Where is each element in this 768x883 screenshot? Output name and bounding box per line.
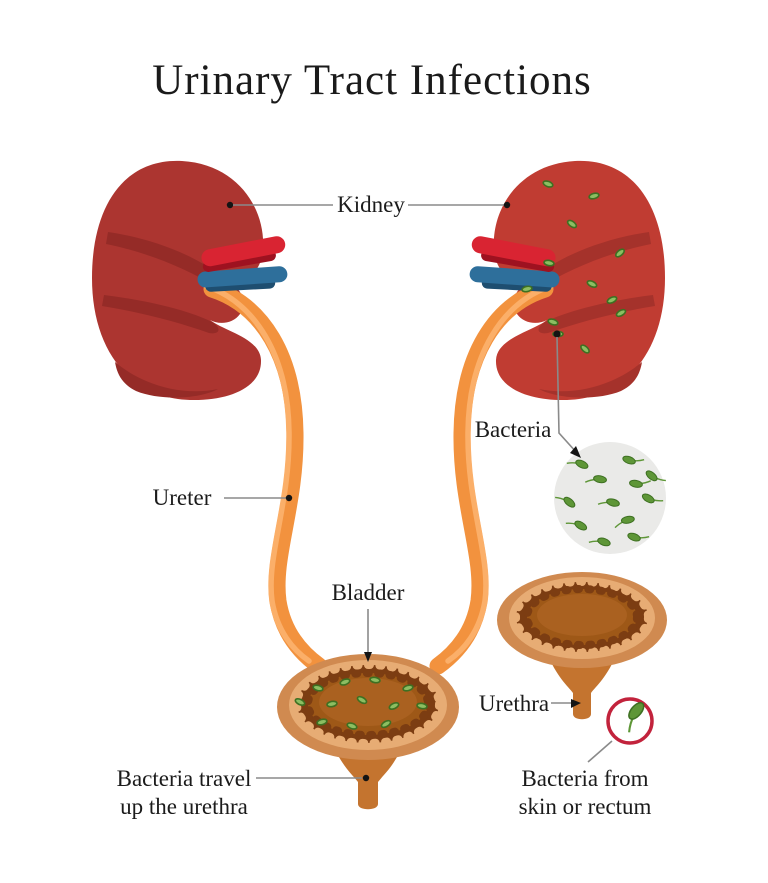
bacteria-alert-circle bbox=[587, 697, 654, 763]
ureter-label: Ureter bbox=[152, 485, 212, 510]
bacteria-microscope-circle bbox=[554, 442, 667, 554]
bacteria-from-leader-line bbox=[587, 740, 613, 763]
kidney-bacteria-dot bbox=[553, 330, 561, 338]
bacteria-travel-dot bbox=[362, 774, 370, 782]
bladder-label: Bladder bbox=[331, 580, 405, 605]
leader-lines bbox=[224, 201, 581, 782]
kidney-label: Kidney bbox=[337, 192, 405, 217]
diagram-title: Urinary Tract Infections bbox=[152, 57, 592, 104]
kidney-left-dot bbox=[226, 201, 234, 209]
kidney-right-dot bbox=[503, 201, 511, 209]
urethra-label: Urethra bbox=[478, 691, 550, 716]
urethra-arrowhead bbox=[571, 699, 581, 708]
healthy-bladder bbox=[497, 572, 667, 720]
bacteria-from-label: Bacteria from skin or rectum bbox=[518, 766, 652, 819]
bacteria-leader-line bbox=[556, 336, 578, 454]
infected-bladder bbox=[277, 654, 459, 810]
urethra-right bbox=[546, 651, 618, 720]
ureter-dot bbox=[285, 494, 293, 502]
bladder-arrowhead bbox=[364, 652, 372, 662]
bacteria-travel-label: Bacteria travel up the urethra bbox=[116, 766, 252, 819]
bacteria-arrowhead bbox=[570, 446, 581, 458]
left-kidney-and-ureter bbox=[92, 161, 319, 666]
bacteria-label: Bacteria bbox=[474, 417, 552, 442]
